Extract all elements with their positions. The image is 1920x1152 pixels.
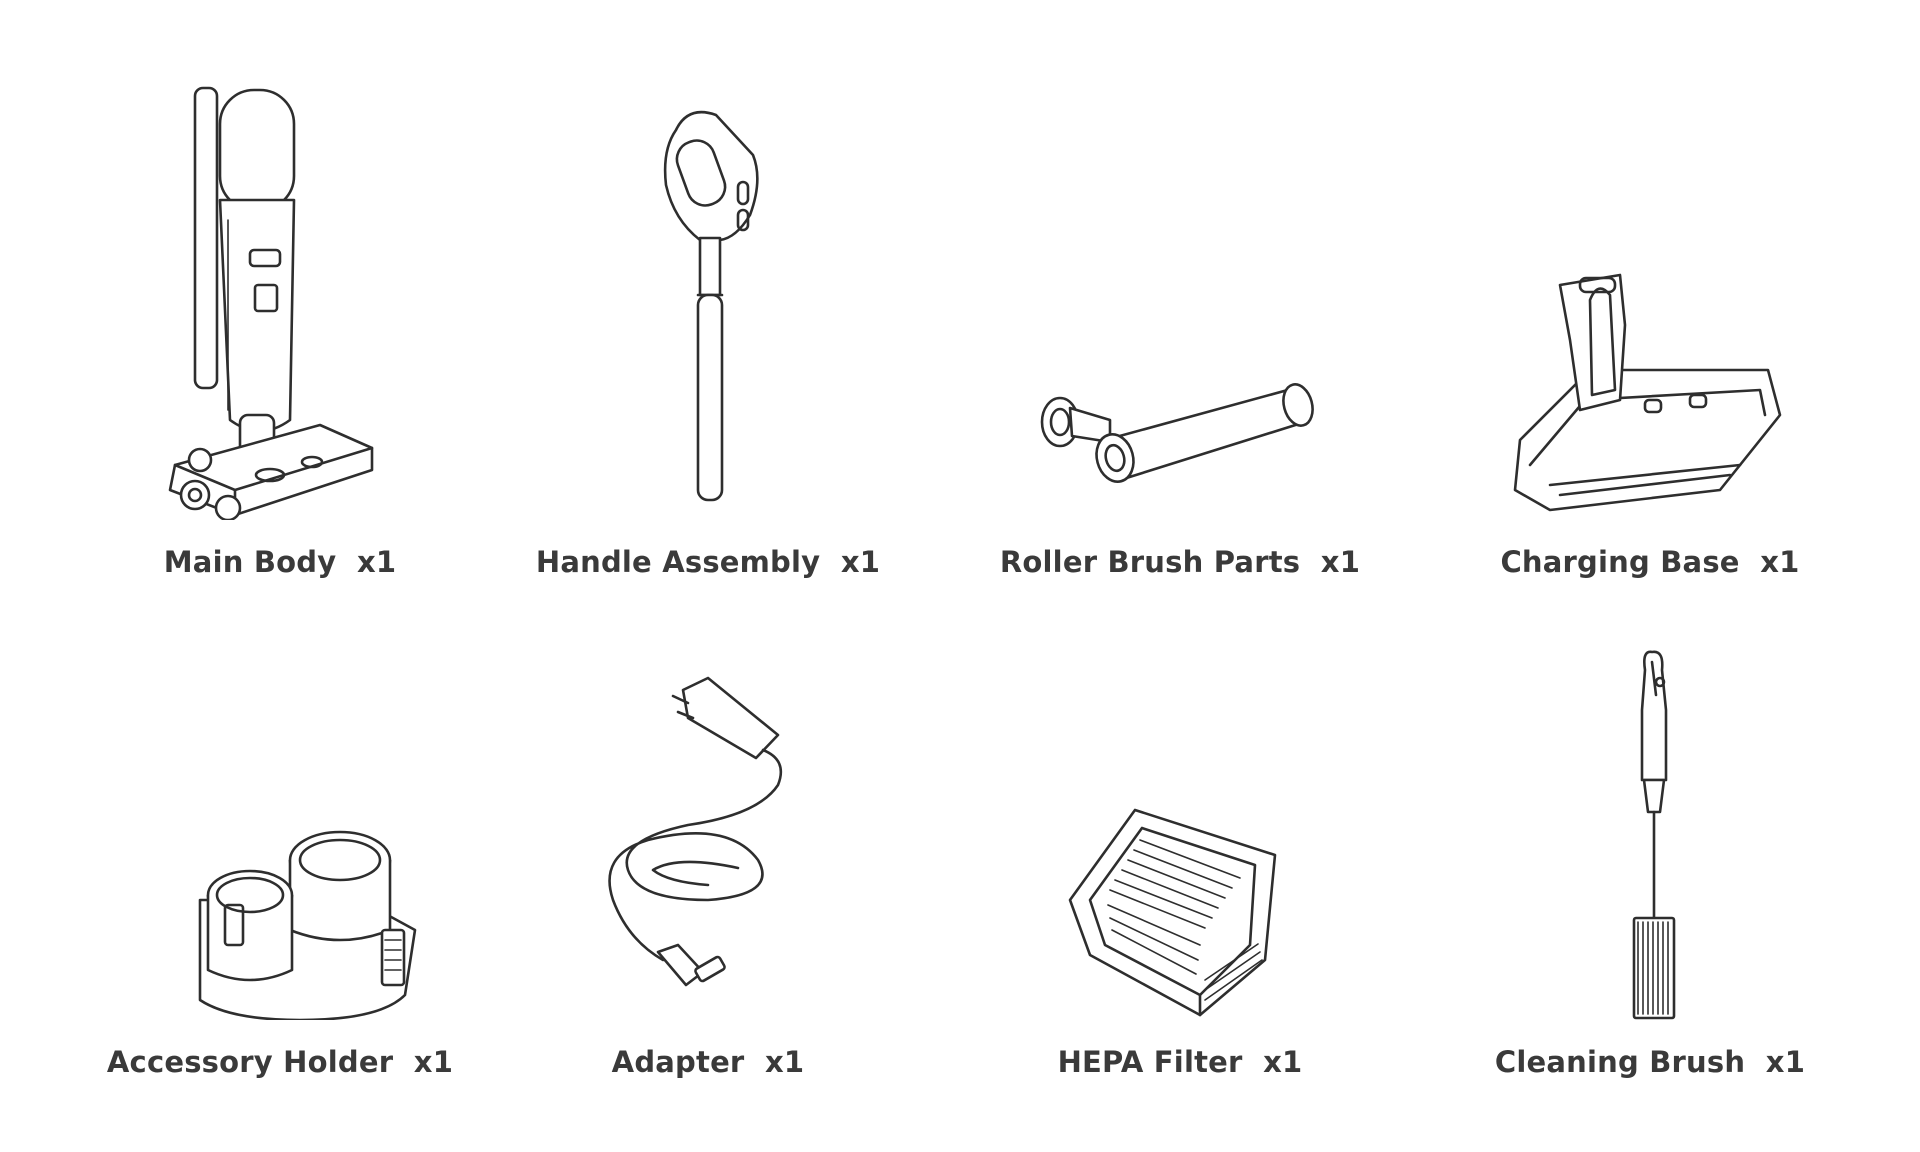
item-handle-assembly: Handle Assembly x1 bbox=[488, 70, 928, 590]
label-charging-base: Charging Base x1 bbox=[1500, 545, 1800, 579]
power-adapter-icon bbox=[488, 600, 928, 1020]
item-adapter: Adapter x1 bbox=[488, 600, 928, 1100]
stick-vacuum-main-body-icon bbox=[60, 70, 500, 520]
item-cleaning-brush: Cleaning Brush x1 bbox=[1430, 600, 1870, 1100]
handle-assembly-icon bbox=[488, 70, 928, 520]
item-charging-base: Charging Base x1 bbox=[1430, 70, 1870, 590]
label-handle-assembly: Handle Assembly x1 bbox=[535, 545, 881, 579]
label-roller-brush: Roller Brush Parts x1 bbox=[999, 545, 1361, 579]
item-main-body: Main Body x1 bbox=[60, 70, 500, 590]
label-adapter: Adapter x1 bbox=[611, 1045, 805, 1079]
label-accessory-holder: Accessory Holder x1 bbox=[106, 1045, 454, 1079]
charging-base-icon bbox=[1430, 70, 1870, 520]
item-hepa-filter: HEPA Filter x1 bbox=[960, 600, 1400, 1100]
label-hepa-filter: HEPA Filter x1 bbox=[1057, 1045, 1303, 1079]
accessory-holder-icon bbox=[60, 600, 500, 1020]
label-main-body: Main Body x1 bbox=[163, 545, 397, 579]
cleaning-brush-icon bbox=[1430, 600, 1870, 1020]
roller-brush-icon bbox=[960, 70, 1400, 520]
label-cleaning-brush: Cleaning Brush x1 bbox=[1494, 1045, 1806, 1079]
item-roller-brush: Roller Brush Parts x1 bbox=[960, 70, 1400, 590]
hepa-filter-icon bbox=[960, 600, 1400, 1020]
item-accessory-holder: Accessory Holder x1 bbox=[60, 600, 500, 1100]
